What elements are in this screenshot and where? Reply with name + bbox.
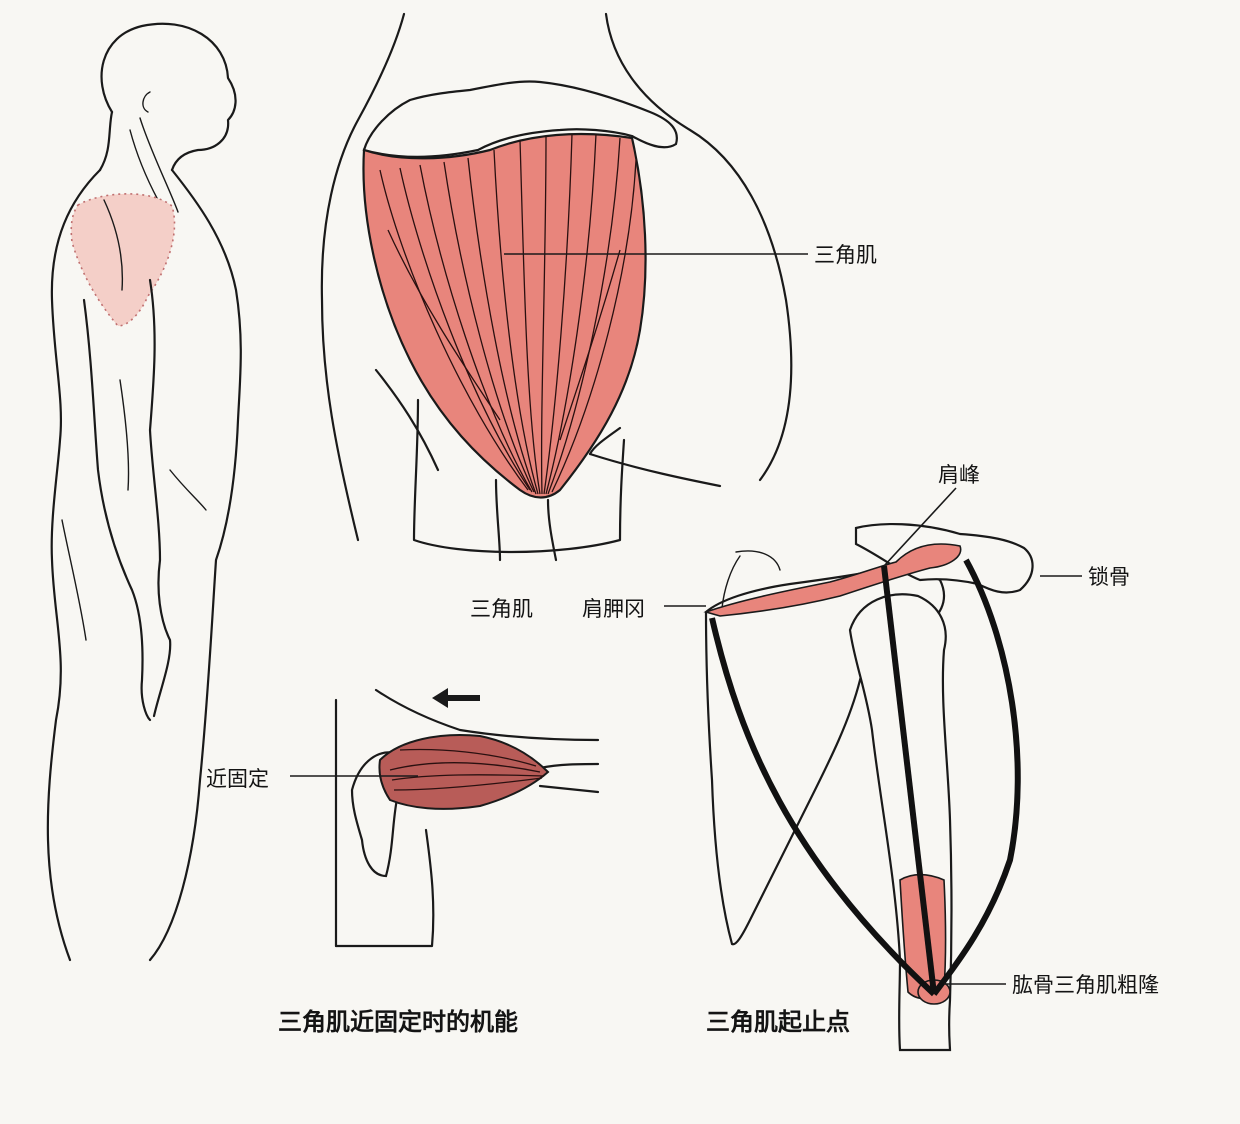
shoulder-bone-cap [362,80,678,158]
label-deltoid-mid: 三角肌 [470,597,533,621]
human-figure-side-view [46,22,242,962]
caption-attachments: 三角肌起止点 [706,1008,850,1036]
label-proximal-fixation: 近固定 [206,767,269,791]
deltoid-muscle-side [378,734,550,810]
proximal-fixation-figure [334,688,600,948]
origin-insertion-figure [703,523,1034,1052]
deltoid-fibers [379,133,637,495]
shoulder-highlight [70,193,176,327]
label-clavicle: 锁骨 [1088,565,1130,589]
deltoid-muscle [362,132,647,499]
label-acromion: 肩峰 [938,463,980,487]
leader-lines [290,253,1082,985]
label-deltoid-top: 三角肌 [814,243,877,267]
caption-function: 三角肌近固定时的机能 [278,1008,518,1036]
deltoid-origin-strip [703,543,962,617]
label-deltoid-tuberosity: 肱骨三角肌粗隆 [1012,973,1159,997]
label-scapular-spine: 肩胛冈 [582,597,645,621]
deltoid-shoulder-view [320,12,793,562]
direction-arrow [432,688,480,708]
